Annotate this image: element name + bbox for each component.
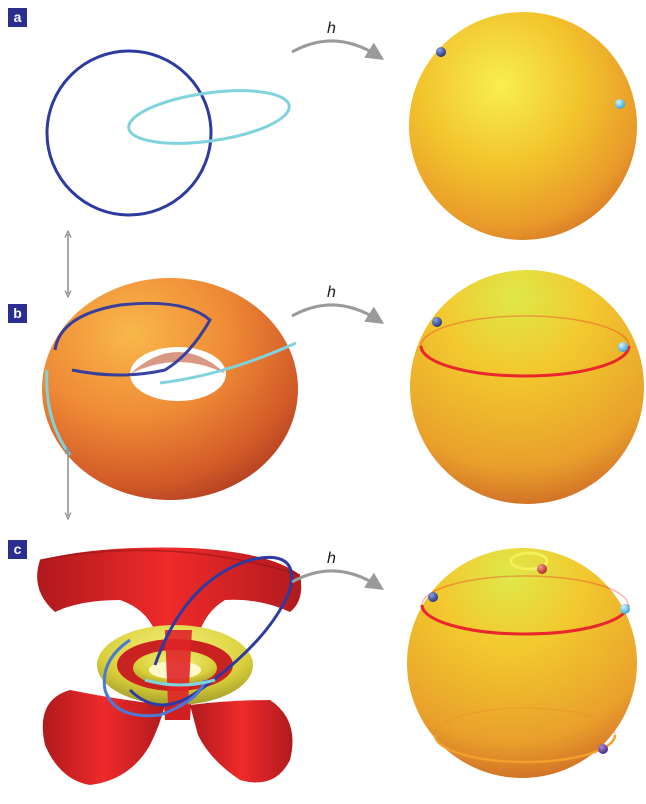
red-pole-point — [537, 564, 547, 574]
panel-c-surface — [37, 547, 302, 785]
panel-c-sphere — [407, 548, 637, 778]
panel-c-arrow — [291, 569, 385, 590]
cyan-point — [620, 604, 630, 614]
cyan-point — [615, 99, 625, 109]
dark-blue-point — [428, 592, 438, 602]
panel-b-arrow — [291, 303, 385, 324]
dark-blue-fibre — [53, 301, 212, 377]
sphere — [409, 12, 637, 240]
red-latitude — [419, 345, 631, 378]
panel-a-circles — [45, 49, 291, 217]
red-neck-front — [165, 630, 192, 705]
dark-blue-circle — [45, 49, 213, 217]
yellow-polar-circle — [509, 551, 549, 571]
sphere — [407, 548, 637, 778]
curved-arrow-icon — [291, 39, 385, 60]
curved-arrow-icon — [291, 569, 385, 590]
panel-label-c: c — [8, 540, 27, 559]
red-latitude — [420, 604, 630, 636]
cyan-circle — [127, 89, 291, 145]
cyan-point — [618, 342, 628, 352]
panel-a-sphere — [409, 12, 637, 240]
map-label-a: h — [327, 20, 336, 37]
cyan-fibre — [144, 678, 216, 687]
dark-blue-point — [432, 317, 442, 327]
panel-b-torus — [42, 278, 298, 500]
red-lobe-left — [42, 690, 165, 785]
sphere — [410, 270, 644, 504]
blue-fibre — [102, 638, 207, 718]
red-lobe-right — [190, 700, 293, 783]
panel-a-arrow — [291, 39, 385, 60]
panel-label-a: a — [8, 8, 27, 27]
map-label-c: h — [327, 550, 336, 567]
panel-b-sphere — [410, 270, 644, 504]
red-funnel-rim — [39, 549, 301, 576]
dark-blue-point — [436, 47, 446, 57]
purple-point — [598, 744, 608, 754]
map-label-b: h — [327, 284, 336, 301]
dark-blue-fibre — [128, 555, 293, 707]
red-funnel-top — [37, 547, 302, 650]
curved-arrow-icon — [291, 303, 385, 324]
torus-hole-shade — [130, 352, 226, 374]
panel-label-b: b — [8, 304, 27, 323]
